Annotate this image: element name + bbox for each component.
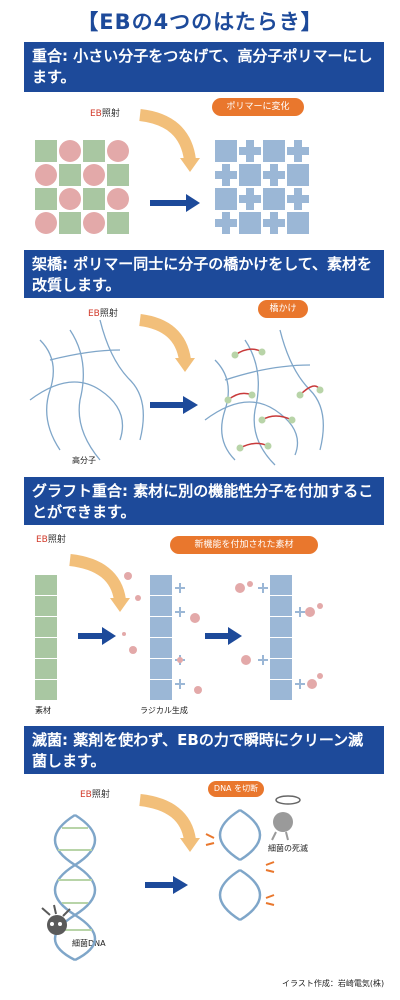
section-4-eb-label: EB照射 bbox=[80, 790, 110, 800]
section-2-heading: 架橋: ポリマー同士に分子の橋かけをして、素材を改質します。 bbox=[24, 250, 384, 298]
credit-text: イラスト作成：岩崎電気(株) bbox=[282, 979, 385, 988]
section-4-label-dna: 細菌DNA bbox=[72, 939, 106, 948]
section-3-bubble: 新機能を付加された素材 bbox=[170, 536, 318, 554]
section-2-bubble: 橋かけ bbox=[258, 300, 308, 318]
page-title: 【EBの4つのはたらき】 bbox=[77, 10, 323, 34]
section-4-label-death: 細菌の死滅 bbox=[268, 844, 308, 853]
section-2-label-polymer: 高分子 bbox=[72, 456, 96, 465]
section-2-eb-label: EB照射 bbox=[88, 309, 118, 319]
dead-bacterium-icon bbox=[271, 795, 301, 841]
section-1-eb-label: EB照射 bbox=[90, 109, 120, 119]
section-4-heading: 滅菌: 薬剤を使わず、EBの力で瞬時にクリーン滅菌します。 bbox=[24, 726, 384, 774]
section-4-bubble: DNA を切断 bbox=[208, 781, 264, 797]
bacterium-icon bbox=[41, 904, 71, 935]
section-1-bubble: ポリマーに変化 bbox=[212, 98, 304, 116]
section-3-label-material: 素材 bbox=[35, 706, 51, 715]
section-3-heading: グラフト重合: 素材に別の機能性分子を付加することができます。 bbox=[24, 477, 384, 525]
section-3-eb-label: EB照射 bbox=[36, 535, 66, 545]
section-3-label-radical: ラジカル生成 bbox=[140, 706, 188, 715]
section-1-heading: 重合: 小さい分子をつなげて、高分子ポリマーにします。 bbox=[24, 42, 384, 92]
